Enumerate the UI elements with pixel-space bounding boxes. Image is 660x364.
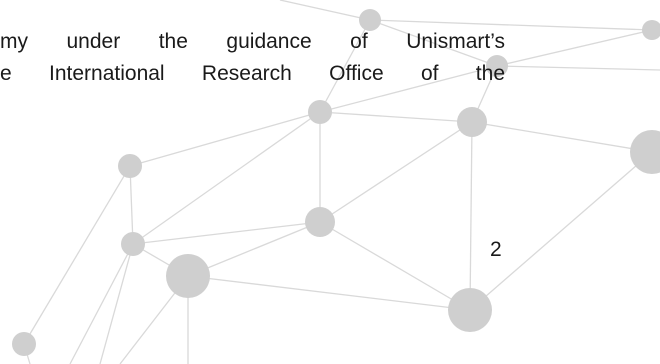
network-nodes bbox=[12, 9, 660, 356]
body-text: my under the guidance of Unismart’s e In… bbox=[0, 26, 505, 90]
network-edges bbox=[23, 0, 660, 364]
body-text-line: my under the guidance of Unismart’s bbox=[0, 30, 505, 53]
body-text-line: e International Research Office of the bbox=[0, 62, 505, 85]
page-number: 2 bbox=[490, 238, 502, 261]
